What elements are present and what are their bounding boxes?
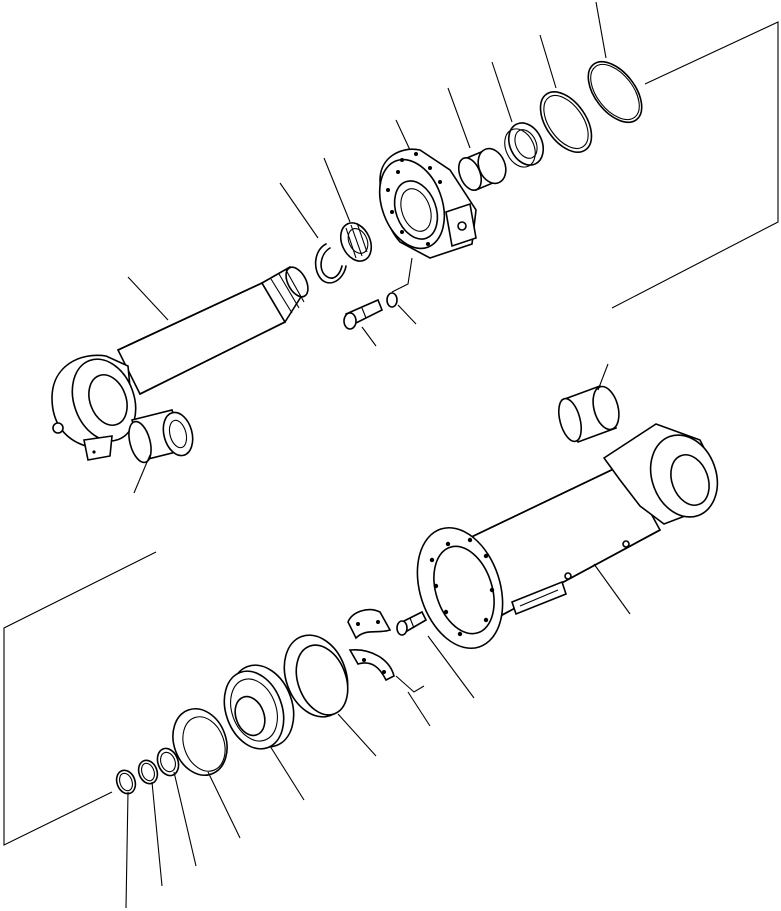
half-ring-upper — [347, 608, 392, 640]
bolt — [343, 298, 384, 330]
seal-ring — [137, 759, 159, 785]
bottom-bushing — [557, 384, 620, 444]
washer — [386, 257, 413, 308]
rod-seal — [504, 122, 545, 168]
piston-seal — [156, 747, 180, 777]
piston — [223, 664, 295, 750]
rod-bushing — [128, 409, 194, 464]
backup-ring — [539, 91, 593, 153]
cylinder-tube — [416, 423, 719, 650]
piston-ring — [172, 708, 228, 776]
bushing-assembly — [339, 222, 373, 262]
retainer-ring — [115, 769, 137, 795]
wear-ring — [283, 634, 349, 718]
cylinder-head — [378, 148, 477, 259]
half-ring-lower — [348, 649, 425, 693]
head-bolt — [396, 610, 428, 636]
snap-ring — [314, 243, 347, 284]
piston-rod — [51, 265, 309, 461]
o-ring — [587, 60, 643, 124]
frame-lines — [3, 21, 779, 846]
leader-lines — [125, 1, 631, 909]
head-bushing — [457, 147, 507, 192]
